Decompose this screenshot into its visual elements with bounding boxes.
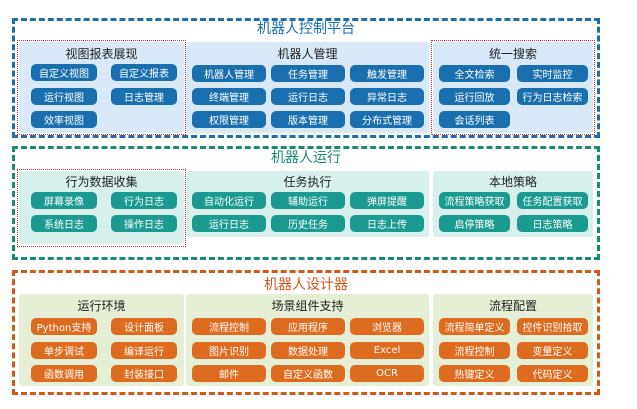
btn-session-list[interactable]: 会话列表 (439, 111, 510, 128)
designer-title: 机器人设计器 (264, 277, 348, 293)
panel-title: 统一搜索 (488, 47, 537, 61)
panel-title: 行为数据收集 (65, 175, 138, 189)
panel-run-env: 运行环境 Python支持 设计面板 单步调试 编译运行 函数调用 封装接口 (19, 294, 184, 386)
btn-flow-control[interactable]: 流程控制 (192, 318, 266, 335)
btn-flow-strategy-fetch[interactable]: 流程策略获取 (439, 192, 510, 209)
btn-permission-manage[interactable]: 权限管理 (192, 111, 266, 128)
btn-custom-report[interactable]: 自定义报表 (111, 64, 177, 81)
panel-task-exec: 任务执行 自动化运行 辅助运行 弹屏提醒 运行日志 历史任务 日志上传 (186, 171, 429, 237)
btn-fulltext-search[interactable]: 全文检索 (439, 65, 510, 82)
btn-run-replay[interactable]: 运行回放 (439, 88, 510, 105)
btn-version-manage[interactable]: 版本管理 (271, 111, 345, 128)
panel-view-report: 视图报表展现 自定义视图 自定义报表 运行视图 日志管理 效率视图 (19, 42, 184, 133)
btn-operation-log[interactable]: 操作日志 (111, 215, 177, 232)
btn-design-panel[interactable]: 设计面板 (111, 318, 177, 335)
btn-efficiency-view[interactable]: 效率视图 (31, 111, 97, 128)
panel-title: 运行环境 (77, 299, 126, 313)
btn-flow-control[interactable]: 流程控制 (439, 342, 510, 359)
btn-exception-log[interactable]: 异常日志 (350, 88, 424, 105)
btn-hotkey-define[interactable]: 热键定义 (439, 365, 510, 382)
btn-flow-simple-define[interactable]: 流程简单定义 (439, 318, 510, 335)
btn-custom-function[interactable]: 自定义函数 (271, 365, 345, 382)
designer-section: 机器人设计器 (12, 270, 600, 395)
panel-scene-components: 场景组件支持 流程控制 应用程序 浏览器 图片识别 数据处理 Excel 邮件 … (186, 294, 429, 386)
btn-assist-run[interactable]: 辅助运行 (271, 192, 345, 209)
btn-start-stop-strategy[interactable]: 启停策略 (439, 215, 510, 232)
btn-behavior-log-search[interactable]: 行为日志检索 (517, 88, 588, 105)
btn-control-pick[interactable]: 控件识别拾取 (517, 318, 588, 335)
btn-custom-view[interactable]: 自定义视图 (31, 64, 97, 81)
btn-task-config-fetch[interactable]: 任务配置获取 (517, 192, 588, 209)
panel-local-strategy: 本地策略 流程策略获取 任务配置获取 启停策略 日志策略 (433, 171, 593, 237)
btn-screen-record[interactable]: 屏幕录像 (31, 192, 97, 209)
panel-title: 视图报表展现 (65, 47, 138, 61)
panel-robot-manage: 机器人管理 机器人管理 任务管理 触发管理 终端管理 运行日志 异常日志 权限管… (186, 42, 429, 133)
btn-run-view[interactable]: 运行视图 (31, 88, 97, 105)
btn-distributed-manage[interactable]: 分布式管理 (350, 111, 424, 128)
btn-run-log[interactable]: 运行日志 (192, 215, 266, 232)
btn-compile-run[interactable]: 编译运行 (111, 342, 177, 359)
btn-browser[interactable]: 浏览器 (350, 318, 424, 335)
panel-title: 场景组件支持 (271, 299, 344, 313)
panel-behavior-collect: 行为数据收集 屏幕录像 行为日志 系统日志 操作日志 (19, 171, 184, 244)
panel-unified-search: 统一搜索 全文检索 实时监控 运行回放 行为日志检索 会话列表 (433, 42, 593, 133)
btn-application[interactable]: 应用程序 (271, 318, 345, 335)
btn-log-upload[interactable]: 日志上传 (350, 215, 424, 232)
btn-terminal-manage[interactable]: 终端管理 (192, 88, 266, 105)
btn-history-task[interactable]: 历史任务 (271, 215, 345, 232)
panel-title: 机器人管理 (277, 47, 338, 61)
btn-log-manage[interactable]: 日志管理 (111, 88, 177, 105)
btn-python-support[interactable]: Python支持 (31, 318, 97, 335)
btn-image-recognition[interactable]: 图片识别 (192, 342, 266, 359)
btn-behavior-log[interactable]: 行为日志 (111, 192, 177, 209)
btn-code-define[interactable]: 代码定义 (517, 365, 588, 382)
btn-run-log[interactable]: 运行日志 (271, 88, 345, 105)
btn-trigger-manage[interactable]: 触发管理 (350, 65, 424, 82)
runtime-section: 机器人运行 (12, 146, 600, 260)
panel-title: 流程配置 (488, 299, 537, 313)
btn-email[interactable]: 邮件 (192, 365, 266, 382)
btn-log-strategy[interactable]: 日志策略 (517, 215, 588, 232)
btn-step-debug[interactable]: 单步调试 (31, 342, 97, 359)
panel-flow-config: 流程配置 流程简单定义 控件识别拾取 流程控制 变量定义 热键定义 代码定义 (433, 294, 593, 386)
btn-auto-run[interactable]: 自动化运行 (192, 192, 266, 209)
btn-variable-define[interactable]: 变量定义 (517, 342, 588, 359)
btn-system-log[interactable]: 系统日志 (31, 215, 97, 232)
panel-title: 任务执行 (283, 175, 332, 189)
btn-data-processing[interactable]: 数据处理 (271, 342, 345, 359)
panel-title: 本地策略 (488, 175, 537, 189)
btn-task-manage[interactable]: 任务管理 (271, 65, 345, 82)
btn-popup-reminder[interactable]: 弹屏提醒 (350, 192, 424, 209)
btn-excel[interactable]: Excel (350, 342, 424, 359)
btn-wrap-interface[interactable]: 封装接口 (111, 365, 177, 382)
btn-function-call[interactable]: 函数调用 (31, 365, 97, 382)
btn-ocr[interactable]: OCR (350, 365, 424, 382)
platform-title: 机器人控制平台 (257, 21, 355, 37)
btn-realtime-monitor[interactable]: 实时监控 (517, 65, 588, 82)
btn-robot-manage[interactable]: 机器人管理 (192, 65, 266, 82)
runtime-title: 机器人运行 (271, 150, 341, 166)
platform-section: 机器人控制平台 (12, 18, 600, 138)
